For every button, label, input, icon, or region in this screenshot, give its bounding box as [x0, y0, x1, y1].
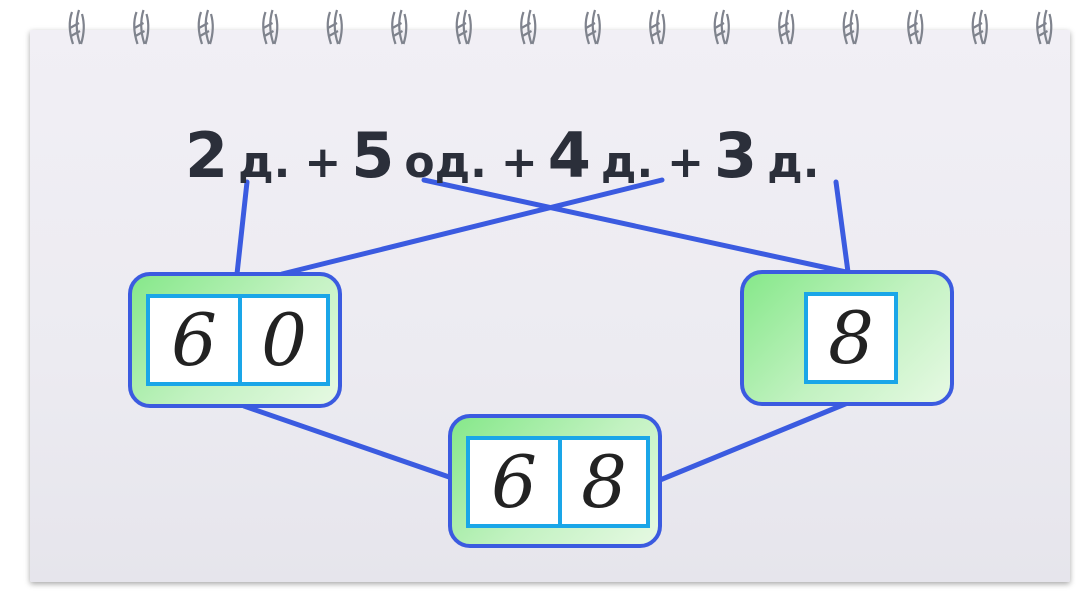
term-4-number: 3 [714, 119, 758, 192]
digit-cell: 6 [491, 440, 537, 524]
spiral-ring [1036, 9, 1053, 45]
spiral-ring [133, 9, 150, 45]
term-3-number: 4 [547, 119, 591, 192]
right-result-box: 8 [740, 270, 954, 406]
digit-cell: 8 [558, 440, 646, 524]
digit-cell: 6 [171, 298, 217, 382]
spiral-ring [197, 9, 214, 45]
spiral-ring [68, 9, 85, 45]
spiral-ring [971, 9, 988, 45]
digit-cell: 0 [238, 298, 326, 382]
left-result-box: 6 0 [128, 272, 342, 408]
plus-sign: + [500, 137, 538, 188]
plus-sign: + [667, 137, 705, 188]
spiral-ring [391, 9, 408, 45]
plus-sign: + [304, 137, 342, 188]
term-2-unit: од. [404, 137, 487, 188]
term-2-number: 5 [351, 119, 395, 192]
term-1-unit: д. [238, 137, 291, 188]
spiral-ring [262, 9, 279, 45]
term-1-number: 2 [185, 119, 229, 192]
right-result-cells: 8 [804, 292, 898, 384]
digit-cell: 8 [828, 296, 874, 380]
spiral-ring [842, 9, 859, 45]
left-result-cells: 6 0 [146, 294, 330, 386]
spiral-ring [455, 9, 472, 45]
spiral-ring [713, 9, 730, 45]
term-3-unit: д. [600, 137, 654, 188]
final-result-cells: 6 8 [466, 436, 650, 528]
final-result-box: 6 8 [448, 414, 662, 548]
spiral-ring [520, 9, 537, 45]
spiral-ring [778, 9, 795, 45]
spiral-ring [326, 9, 343, 45]
spiral-ring [649, 9, 666, 45]
term-4-unit: д. [767, 137, 820, 188]
spiral-ring [907, 9, 924, 45]
notebook-spiral-binding [68, 9, 1053, 45]
spiral-ring [584, 9, 601, 45]
